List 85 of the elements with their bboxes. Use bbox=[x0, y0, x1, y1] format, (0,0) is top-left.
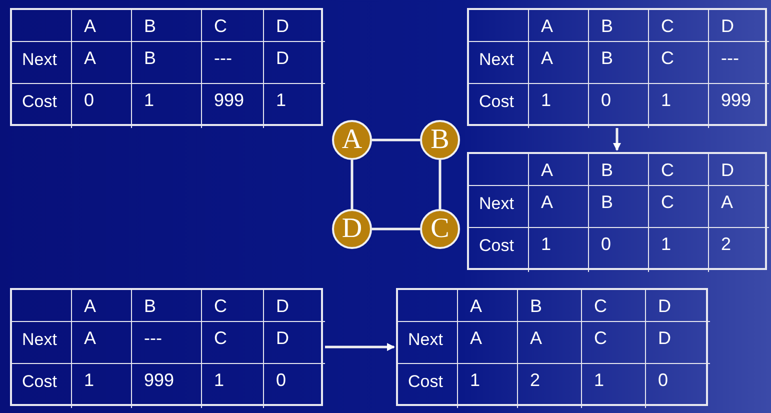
table-value: A bbox=[541, 192, 554, 212]
row-header: Next bbox=[479, 50, 514, 69]
connector-line bbox=[438, 160, 442, 209]
connector-line bbox=[372, 138, 420, 142]
column-header: A bbox=[84, 16, 96, 36]
column-header: A bbox=[541, 160, 554, 180]
row-header: Cost bbox=[22, 92, 57, 111]
column-header: B bbox=[601, 160, 614, 180]
column-header: A bbox=[541, 16, 554, 36]
table-value: A bbox=[470, 328, 482, 348]
graph-node-circle: A bbox=[332, 120, 372, 160]
table-value: 0 bbox=[601, 90, 612, 110]
arrow bbox=[325, 343, 395, 351]
table-value: 2 bbox=[721, 234, 732, 254]
table-value: 0 bbox=[601, 234, 612, 254]
routing-table bbox=[396, 288, 708, 406]
table-value: D bbox=[276, 48, 289, 68]
column-header: B bbox=[144, 296, 156, 316]
routing-table bbox=[10, 288, 323, 406]
table-value: 0 bbox=[276, 370, 286, 390]
table-value: 1 bbox=[661, 90, 672, 110]
column-header: A bbox=[84, 296, 96, 316]
column-header: D bbox=[721, 16, 734, 36]
column-header: C bbox=[214, 16, 227, 36]
routing-table bbox=[467, 152, 767, 270]
table-value: A bbox=[541, 48, 554, 68]
table-value: A bbox=[721, 192, 734, 212]
table-value: --- bbox=[721, 48, 739, 68]
table-value: D bbox=[658, 328, 671, 348]
table-value: --- bbox=[214, 48, 232, 68]
table-value: 1 bbox=[84, 370, 94, 390]
table-value: A bbox=[84, 48, 96, 68]
routing-table bbox=[10, 8, 323, 126]
table-value: B bbox=[144, 48, 156, 68]
table-value: 1 bbox=[276, 90, 286, 110]
table-value: 1 bbox=[661, 234, 672, 254]
row-header: Cost bbox=[479, 92, 514, 111]
table-value: B bbox=[601, 48, 614, 68]
row-header: Cost bbox=[479, 236, 514, 255]
table-value: 1 bbox=[594, 370, 604, 390]
column-header: C bbox=[594, 296, 607, 316]
column-header: D bbox=[721, 160, 734, 180]
table-value: B bbox=[601, 192, 614, 212]
column-header: C bbox=[661, 16, 674, 36]
table-value: A bbox=[530, 328, 542, 348]
table-value: C bbox=[661, 48, 674, 68]
table-value: 999 bbox=[214, 90, 244, 110]
routing-table bbox=[467, 8, 767, 126]
column-header: A bbox=[470, 296, 482, 316]
table-value: C bbox=[214, 328, 227, 348]
row-header: Next bbox=[22, 330, 57, 349]
table-value: 0 bbox=[84, 90, 94, 110]
row-header: Next bbox=[22, 50, 57, 69]
graph-node-circle: D bbox=[332, 209, 372, 249]
graph-node-circle: C bbox=[420, 209, 460, 249]
row-header: Next bbox=[479, 194, 514, 213]
column-header: D bbox=[276, 16, 289, 36]
column-header: D bbox=[276, 296, 289, 316]
table-value: --- bbox=[144, 328, 162, 348]
column-header: B bbox=[530, 296, 542, 316]
table-value: 1 bbox=[214, 370, 224, 390]
column-header: B bbox=[144, 16, 156, 36]
connector-line bbox=[372, 228, 420, 230]
table-value: A bbox=[84, 328, 96, 348]
table-value: 1 bbox=[541, 90, 552, 110]
table-value: 1 bbox=[541, 234, 552, 254]
table-value: D bbox=[276, 328, 289, 348]
table-value: 999 bbox=[144, 370, 174, 390]
column-header: C bbox=[214, 296, 227, 316]
table-value: C bbox=[594, 328, 607, 348]
column-header: C bbox=[661, 160, 674, 180]
table-value: 1 bbox=[144, 90, 154, 110]
column-header: B bbox=[601, 16, 614, 36]
row-header: Cost bbox=[408, 372, 443, 391]
table-value: 999 bbox=[721, 90, 752, 110]
row-header: Next bbox=[408, 330, 443, 349]
graph-node-circle: B bbox=[420, 120, 460, 160]
table-value: 0 bbox=[658, 370, 668, 390]
column-header: D bbox=[658, 296, 671, 316]
table-value: 2 bbox=[530, 370, 540, 390]
table-value: 1 bbox=[470, 370, 480, 390]
row-header: Cost bbox=[22, 372, 57, 391]
table-value: C bbox=[661, 192, 674, 212]
connector-line bbox=[350, 160, 354, 209]
arrow bbox=[613, 128, 621, 151]
